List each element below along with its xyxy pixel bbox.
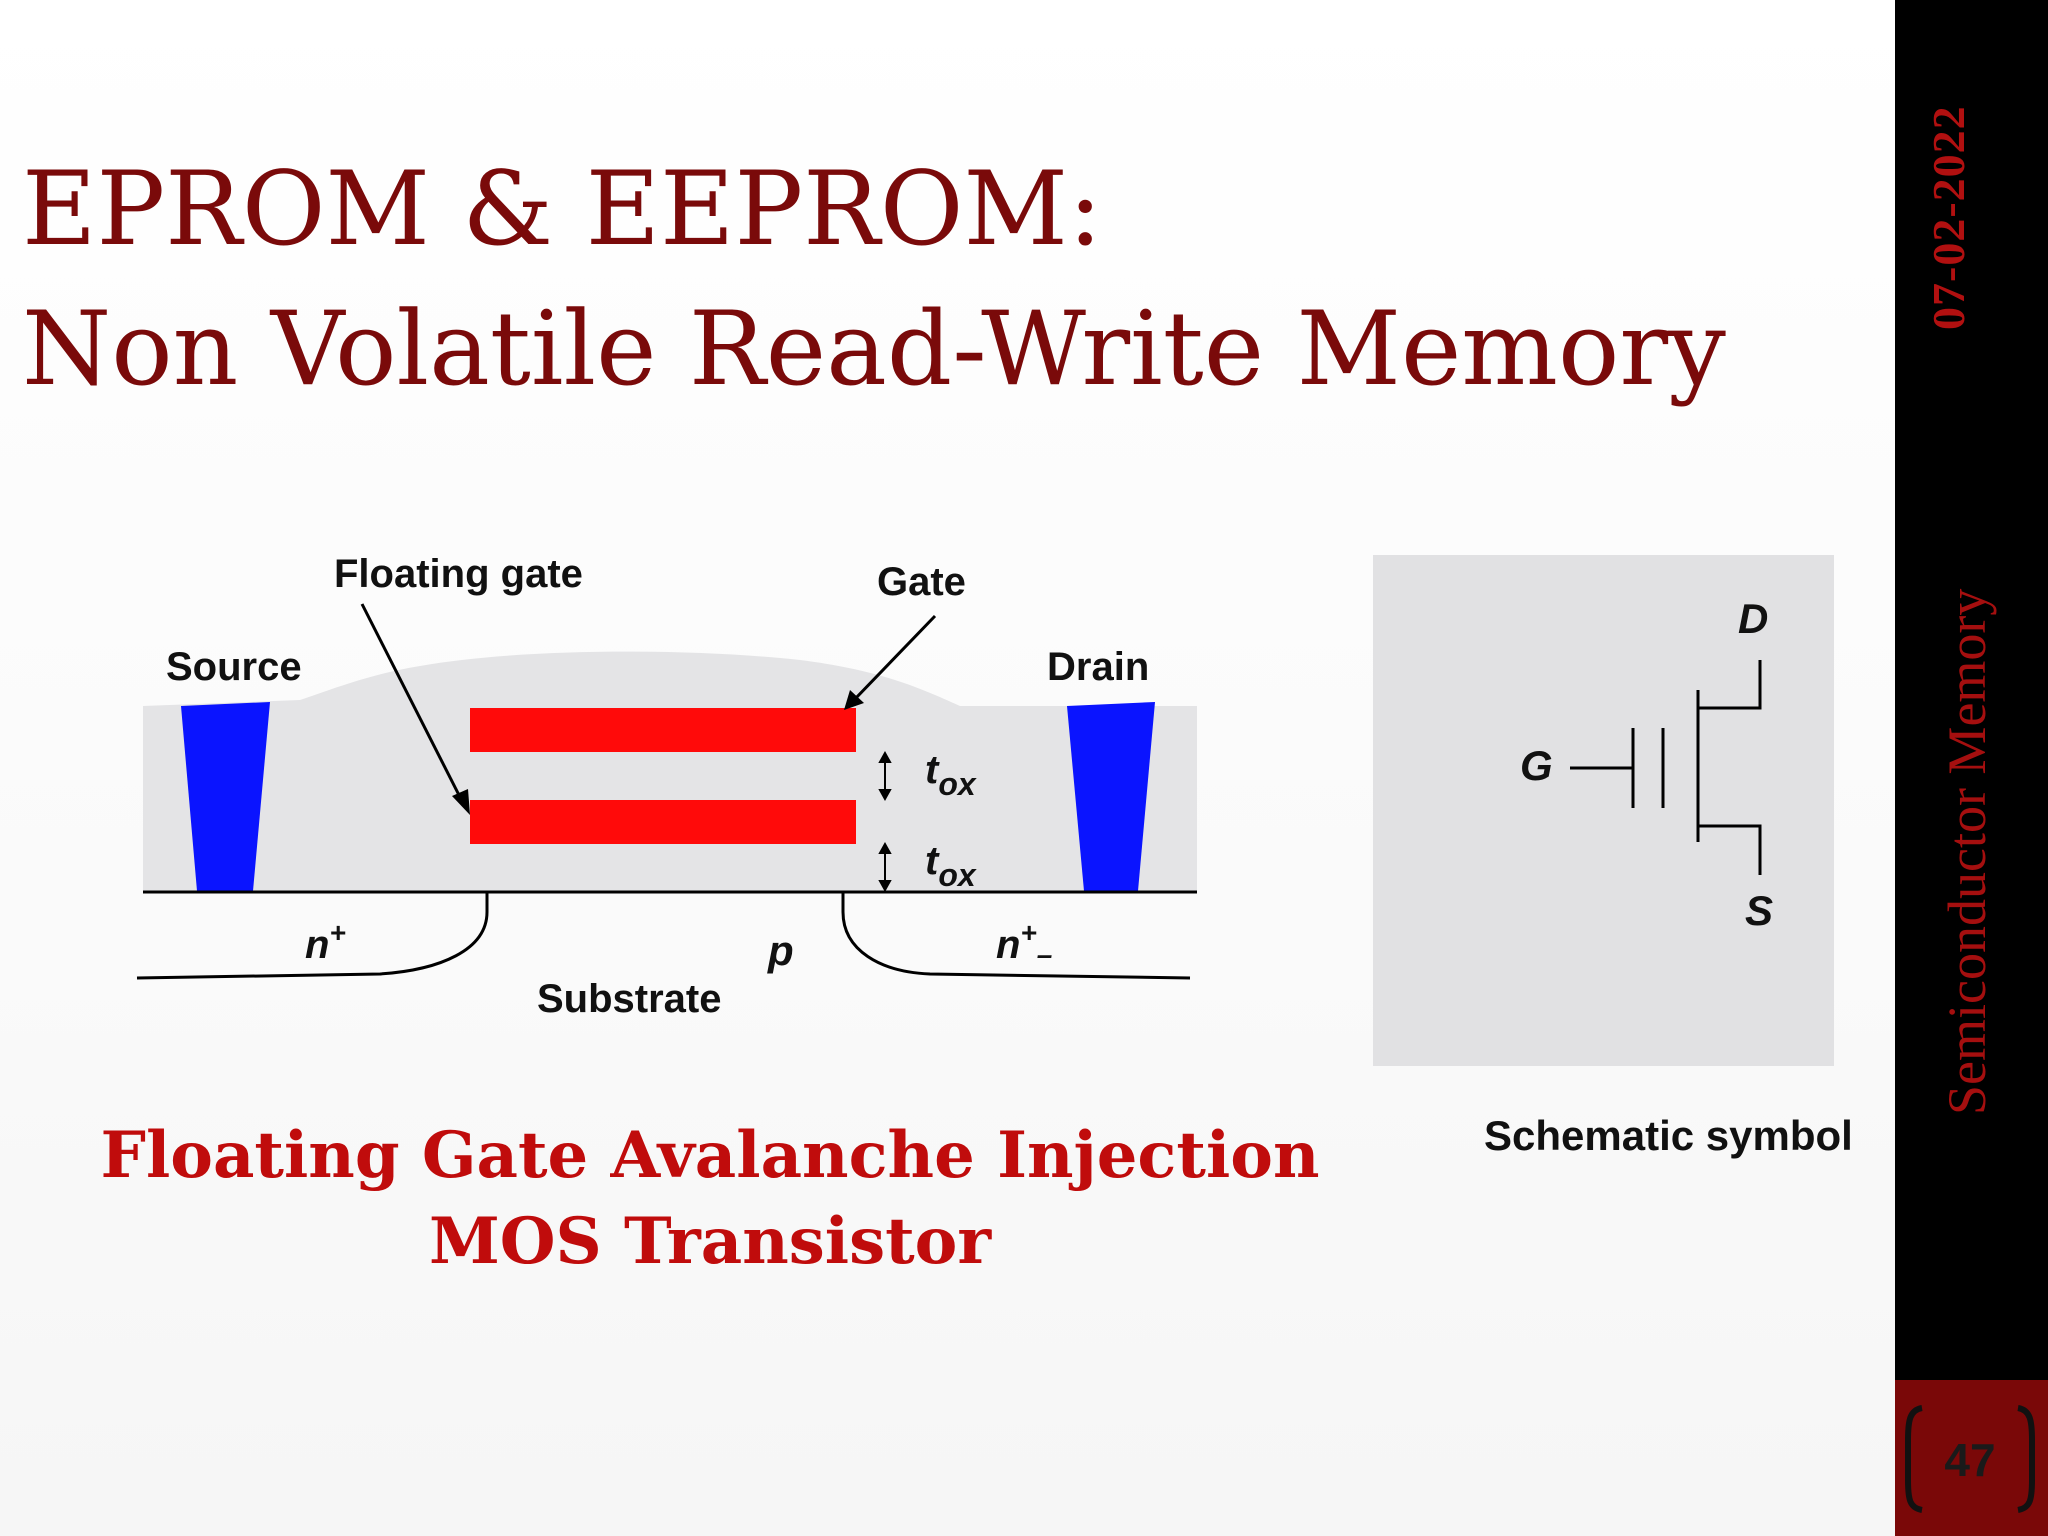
sidebar-topic: Semiconductor Memory [1937, 588, 1997, 1115]
floating-gate [470, 800, 856, 844]
control-gate [470, 708, 856, 752]
drain-contact [1067, 702, 1155, 891]
transistor-diagram: Floating gate Gate Source Drain Substrat… [136, 552, 1834, 1066]
drain-junction [841, 892, 1191, 980]
caption-line-2: MOS Transistor [428, 1204, 992, 1279]
sidebar-date: 07-02-2022 [1923, 105, 1974, 330]
diagram-caption: Floating Gate Avalanche Injection MOS Tr… [40, 1113, 1380, 1285]
page-bracket-icon [1905, 1405, 2035, 1513]
floating-gate-arrow [360, 603, 470, 815]
substrate-label: Substrate [537, 977, 722, 1021]
tox-label-upper: tox [925, 748, 977, 802]
caption-line-1: Floating Gate Avalanche Injection [100, 1118, 1320, 1193]
oxide-layer [143, 651, 1197, 892]
right-sidebar [1895, 0, 2048, 1380]
page-number: 47 [1944, 1434, 1996, 1486]
floating-gate-label: Floating gate [334, 552, 583, 596]
title-line-2: Non Volatile Read-Write Memory [22, 290, 1726, 409]
schematic-panel [1373, 555, 1834, 1066]
schematic-caption: Schematic symbol [1484, 1112, 1853, 1159]
tox-label-lower: tox [925, 839, 977, 893]
gate-label: Gate [877, 560, 966, 604]
tox-arrow-upper [878, 750, 892, 802]
drain-label: Drain [1047, 645, 1149, 689]
n-plus-right-label: n+– [996, 917, 1052, 970]
source-label: Source [166, 645, 302, 689]
p-label: p [767, 927, 794, 974]
tox-arrow-lower [878, 841, 892, 893]
n-plus-left-label: n+ [305, 917, 346, 967]
source-contact [181, 702, 270, 891]
slide-title: EPROM & EEPROM: Non Volatile Read-Write … [22, 140, 1726, 420]
source-terminal-label: S [1745, 887, 1773, 934]
title-line-1: EPROM & EEPROM: [22, 150, 1103, 269]
source-junction [136, 892, 489, 980]
mosfet-symbol [1570, 660, 1762, 875]
gate-arrow [844, 614, 937, 710]
gate-terminal-label: G [1520, 742, 1553, 789]
drain-terminal-label: D [1738, 595, 1768, 642]
